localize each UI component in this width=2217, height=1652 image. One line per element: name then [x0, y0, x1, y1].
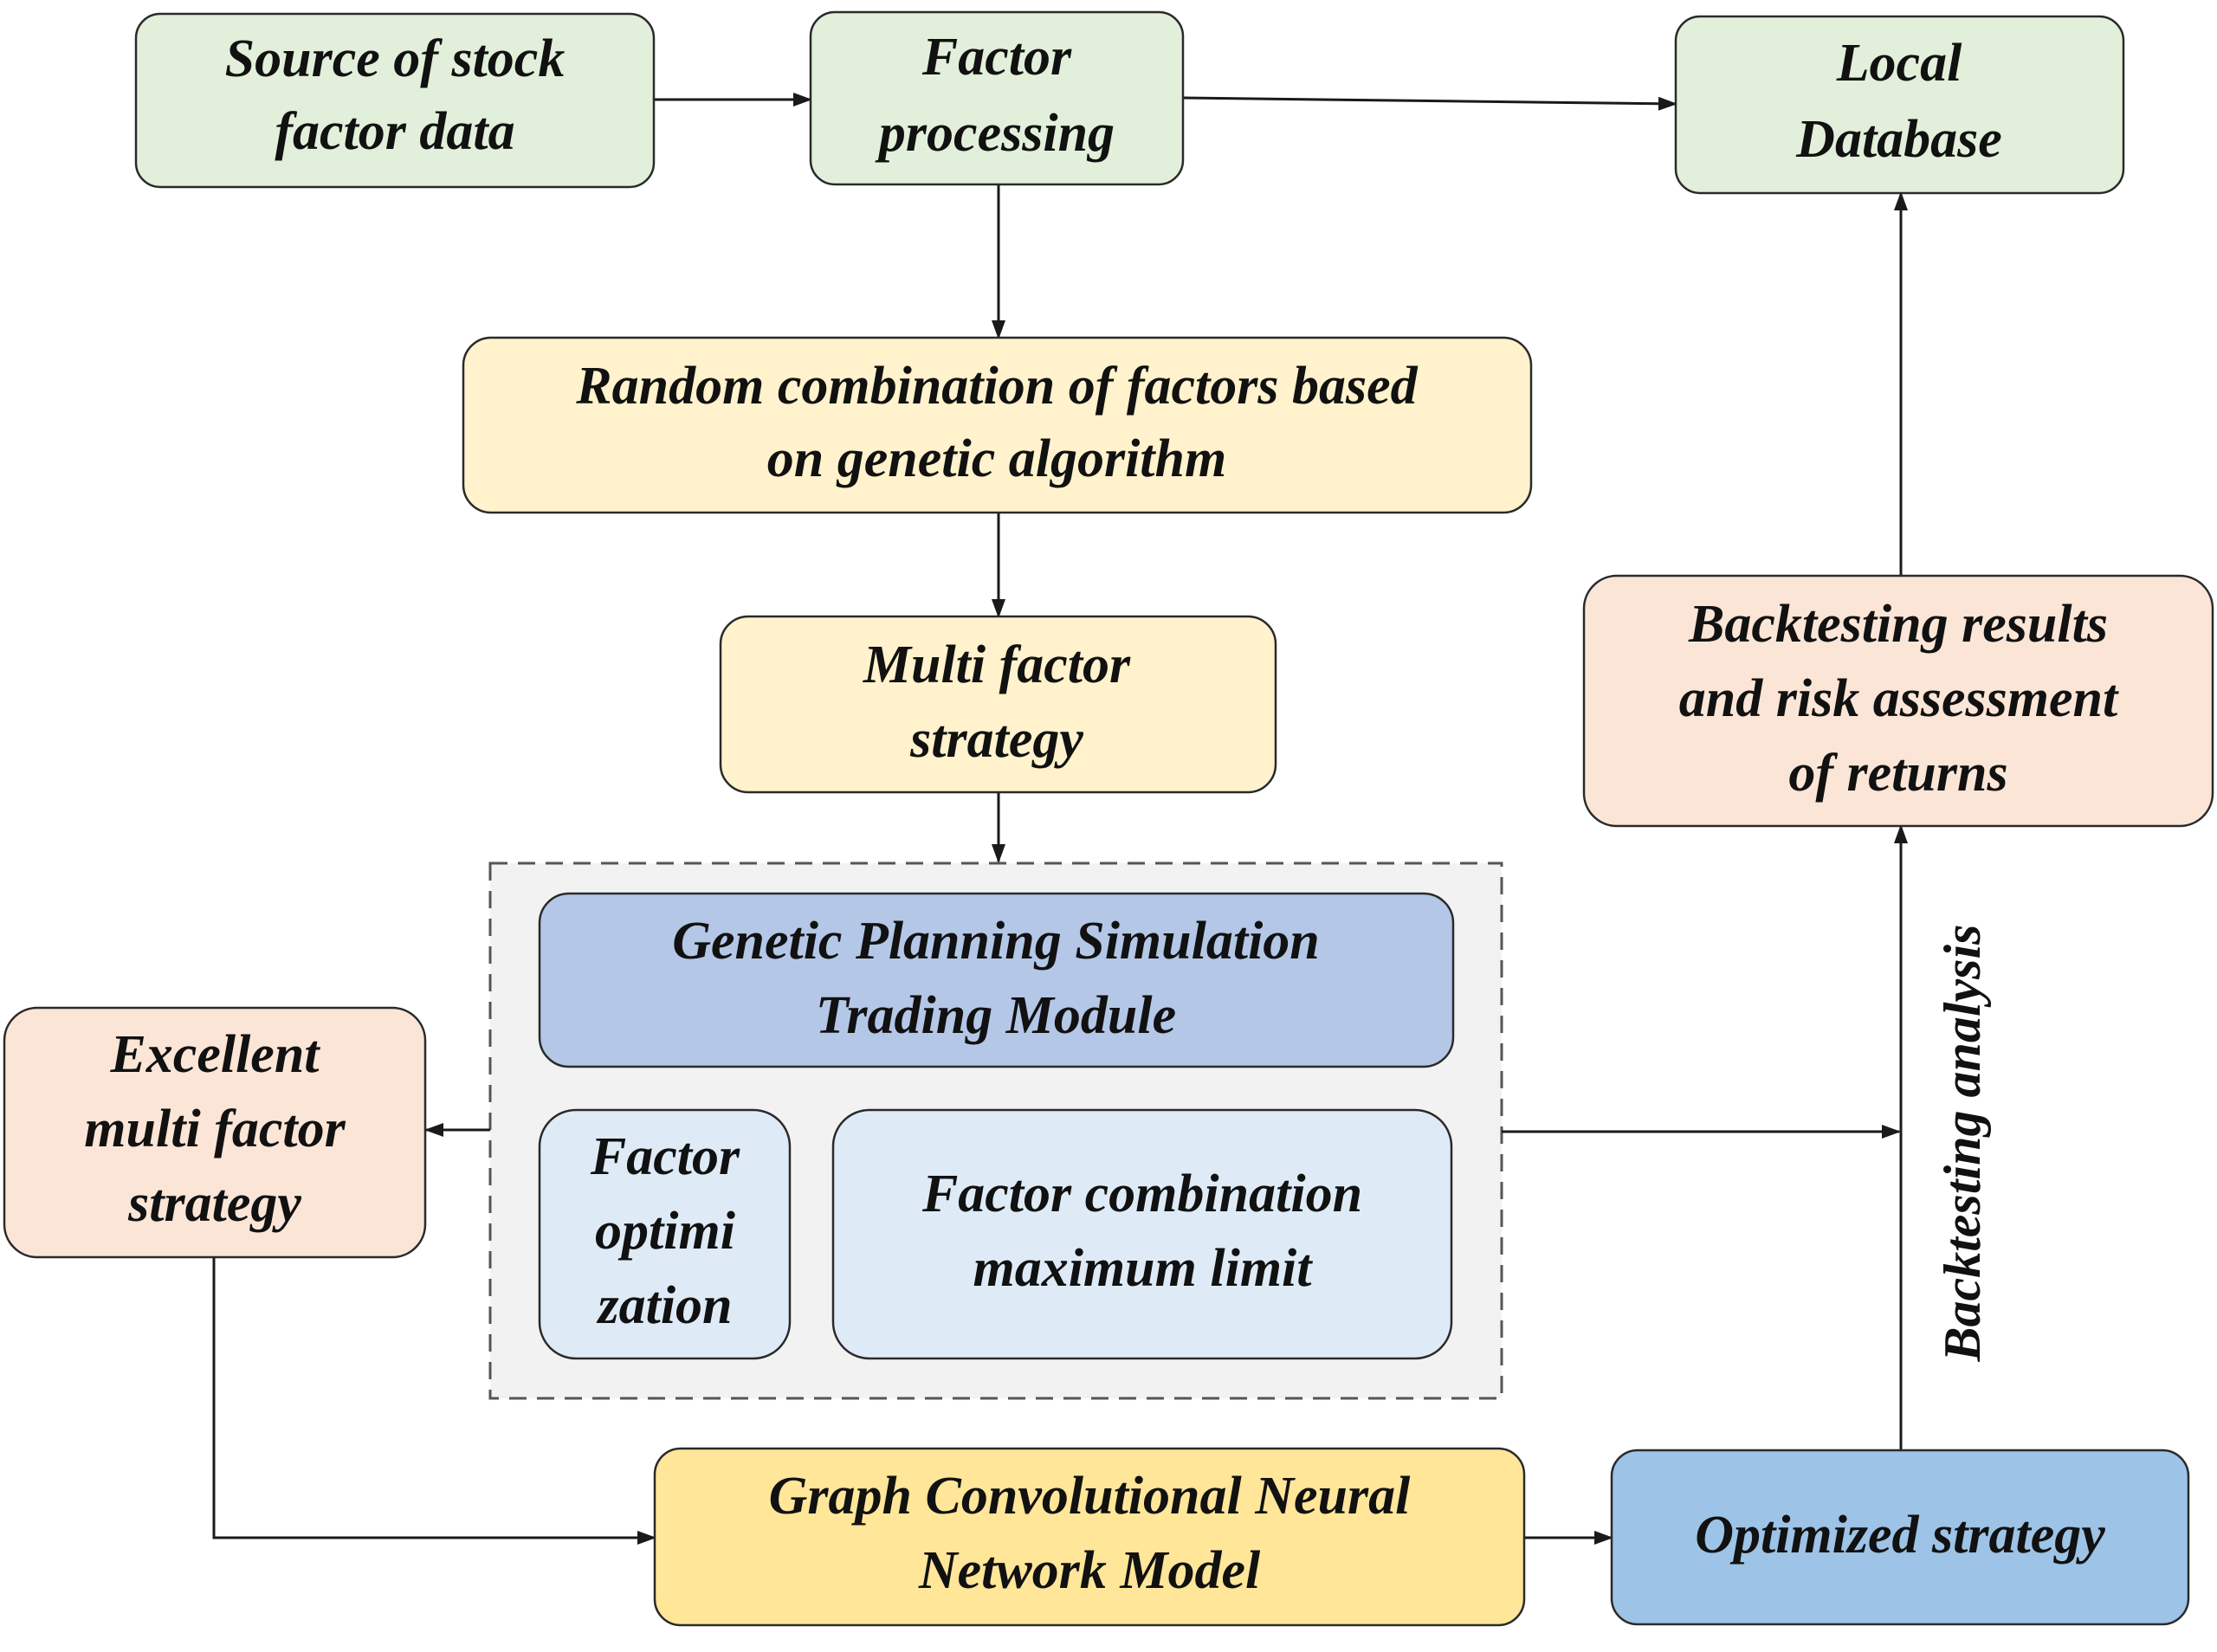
label-line: Source of stock	[225, 29, 566, 88]
node-random-combo-box	[462, 336, 1533, 514]
label-line: Database	[1795, 110, 2002, 169]
label-line: Factor combination	[921, 1165, 1362, 1223]
label-line: multi factor	[84, 1100, 346, 1158]
node-gp-module-box	[538, 892, 1455, 1068]
label-line: and risk assessment	[1679, 669, 2119, 728]
node-backtest-results-label: Backtesting results and risk assessment of…	[1679, 595, 2119, 803]
label-line: Local	[1836, 34, 1962, 93]
edge-excellent-to-gcn	[212, 1257, 656, 1545]
node-random-combo: Random combination of factors based on ge…	[462, 336, 1533, 514]
node-excellent: Excellent multi factor strategy	[3, 1006, 427, 1259]
node-backtest-results-box	[1582, 574, 2214, 828]
label-line: Trading Module	[816, 986, 1176, 1045]
label-line: of returns	[1788, 744, 2007, 803]
node-optimized: Optimized strategy	[1610, 1449, 2190, 1626]
node-source-label: Source of stock factor data	[225, 29, 566, 161]
label-line: Genetic Planning Simulation	[672, 912, 1320, 971]
node-random-combo-label: Random combination of factors based on ge…	[575, 357, 1418, 488]
label-line: Factor	[590, 1127, 740, 1186]
node-gcn-box	[653, 1447, 1526, 1627]
label-line: strategy	[127, 1174, 301, 1233]
node-backtest-results: Backtesting results and risk assessment of…	[1582, 574, 2214, 828]
label-line: Backtesting results	[1688, 595, 2108, 654]
connectors	[212, 93, 1908, 1545]
node-factor-combo-limit: Factor combination maximum limit	[831, 1108, 1453, 1360]
node-factor-opt-label: Factor optimi zation	[590, 1127, 740, 1335]
label-line: on genetic algorithm	[767, 429, 1226, 488]
node-factor-combo-limit-box	[831, 1108, 1453, 1360]
node-processing-box	[809, 10, 1185, 186]
label-line: Random combination of factors based	[575, 357, 1418, 416]
node-multi-factor-box	[719, 615, 1277, 794]
node-processing: Factor processing	[809, 10, 1185, 186]
label-line: factor data	[275, 102, 514, 161]
edge-label-backtesting-analysis: Backtesting analysis	[1934, 924, 1991, 1362]
node-excellent-label: Excellent multi factor strategy	[84, 1025, 346, 1233]
node-factor-opt: Factor optimi zation	[538, 1108, 792, 1360]
label-line: Optimized strategy	[1695, 1506, 2105, 1565]
node-optimized-label: Optimized strategy	[1695, 1506, 2105, 1565]
node-processing-label: Factor processing	[875, 28, 1115, 163]
node-local-db-box	[1674, 15, 2125, 195]
label-line: maximum limit	[973, 1239, 1313, 1298]
label-line: Factor	[921, 28, 1072, 87]
node-multi-factor: Multi factor strategy	[719, 615, 1277, 794]
label-line: zation	[596, 1276, 732, 1335]
node-source-box	[134, 12, 656, 189]
label-line: strategy	[909, 710, 1083, 769]
label-line: Graph Convolutional Neural	[769, 1467, 1412, 1526]
label-line: Multi factor	[863, 636, 1131, 694]
node-source: Source of stock factor data	[134, 12, 656, 189]
node-factor-combo-limit-label: Factor combination maximum limit	[921, 1165, 1362, 1298]
node-multi-factor-label: Multi factor strategy	[863, 636, 1131, 769]
node-excellent-box	[3, 1006, 427, 1259]
node-factor-opt-box	[538, 1108, 792, 1360]
label-line: optimi	[595, 1202, 735, 1261]
edge-processing-to-local-db	[1182, 96, 1677, 111]
label-line: Excellent	[109, 1025, 320, 1084]
node-optimized-box	[1610, 1449, 2190, 1626]
label-line: Network Model	[918, 1541, 1261, 1600]
label-line: processing	[875, 104, 1115, 163]
